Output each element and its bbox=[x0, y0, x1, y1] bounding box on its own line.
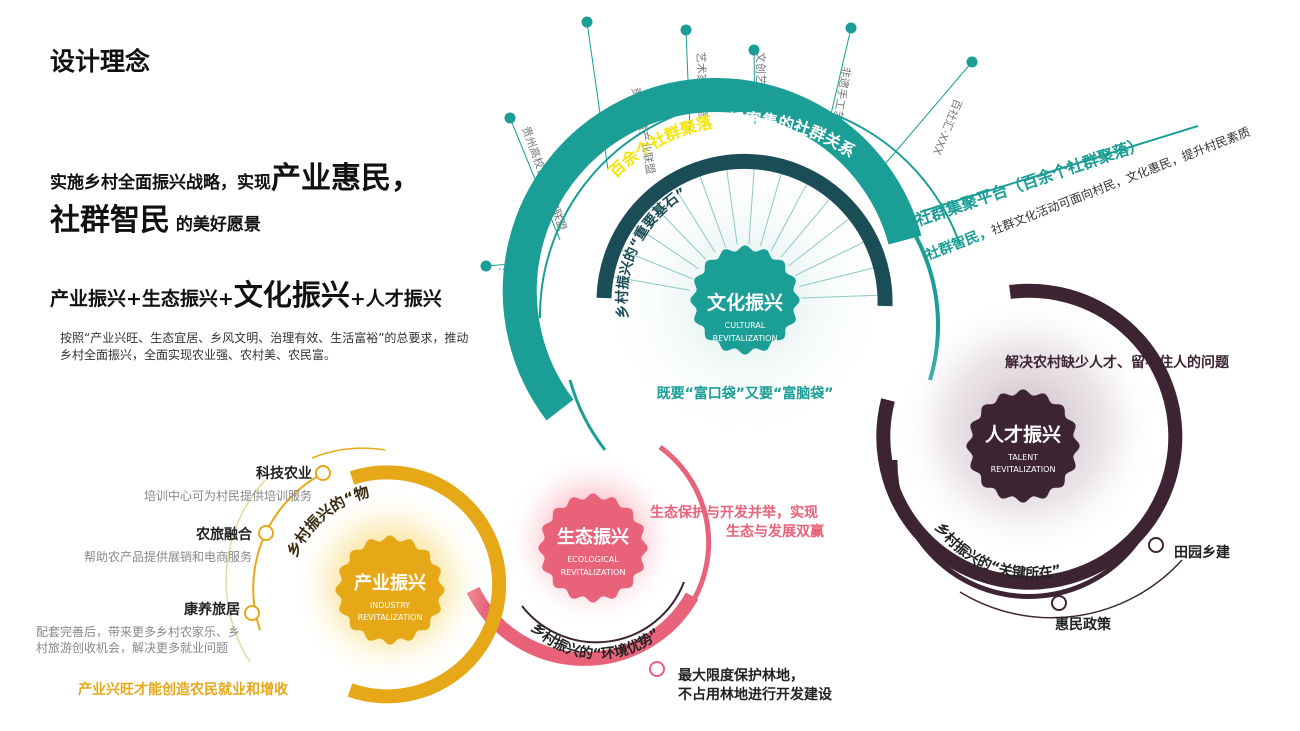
industry-bottom: 产业兴旺才能创造农民就业和增收 bbox=[78, 681, 289, 698]
formula-a: 产业振兴+生态振兴+ bbox=[50, 288, 234, 310]
industry-subtitle-1: INDUSTRY bbox=[370, 601, 410, 610]
culture-ellipsis: …… bbox=[498, 260, 520, 273]
industry-badge-shape bbox=[335, 535, 445, 645]
ecology-bottom-dot bbox=[649, 661, 665, 677]
fan-spoke bbox=[612, 276, 690, 291]
formula: 产业振兴+生态振兴+文化振兴+人才振兴 bbox=[50, 272, 442, 314]
culture-thin-arc bbox=[538, 98, 961, 319]
industry-item-2-desc: 帮助农产品提供展销和电商服务 bbox=[83, 550, 252, 564]
fan-spoke bbox=[795, 240, 866, 276]
industry-side-line bbox=[225, 479, 266, 663]
talent-item-1: 田园乡建 bbox=[1174, 544, 1230, 561]
description: 按照“产业兴旺、生态宜居、乡风文明、治理有效、生活富裕”的总要求，推动乡村全面振… bbox=[60, 331, 469, 362]
culture-tail-arc bbox=[568, 379, 607, 451]
industry-item-2: 农旅融合 帮助农产品提供展销和电商服务 bbox=[70, 524, 252, 565]
talent-group: 人才振兴 TALENT REVITALIZATION 解决农村缺少人才、留不住人… bbox=[876, 283, 1230, 633]
culture-subtitle-2: REVITALIZATION bbox=[713, 334, 778, 343]
fan-spoke bbox=[633, 224, 699, 270]
talent-title: 人才振兴 bbox=[985, 423, 1061, 446]
extension-dot bbox=[748, 44, 760, 56]
fan-spoke bbox=[800, 294, 879, 299]
industry-group: 产业振兴 INDUSTRY REVITALIZATION 乡村振兴的“物质基础”… bbox=[0, 0, 507, 704]
talent-problem: 解决农村缺少人才、留不住人的问题 bbox=[1005, 354, 1230, 371]
ecology-badge bbox=[538, 493, 648, 603]
ecology-bottom-1: 最大限度保护林地， bbox=[678, 667, 804, 684]
extension-dot bbox=[680, 24, 692, 36]
culture-outer-arc bbox=[502, 78, 922, 421]
ecology-badge-shape bbox=[538, 493, 648, 603]
industry-item-3-desc: 配套完善后，带来更多乡村农家乐、乡村旅游创收机会，解决更多就业问题 bbox=[36, 625, 241, 655]
fan-spoke bbox=[788, 217, 851, 266]
fan-spoke bbox=[651, 203, 707, 261]
vision-part2: 的美好愿景 bbox=[175, 215, 261, 235]
ecology-bottom-2: 不占用林地进行开发建设 bbox=[678, 686, 833, 703]
industry-right-arc bbox=[347, 465, 507, 704]
extension-dot bbox=[504, 112, 516, 124]
culture-badge bbox=[690, 245, 800, 355]
culture-title: 文化振兴 bbox=[707, 291, 783, 314]
culture-fan-spokes bbox=[612, 166, 879, 299]
extension-dot bbox=[581, 16, 593, 28]
industry-item-3-title: 康养旅居 bbox=[184, 602, 240, 618]
industry-item-2-dot bbox=[258, 525, 274, 541]
industry-badge bbox=[335, 535, 445, 645]
fan-spoke bbox=[748, 166, 755, 245]
extension-dot bbox=[966, 56, 978, 68]
ecology-group: 生态振兴 ECOLOGICAL REVITALIZATION 生态保护与开发并举… bbox=[466, 444, 833, 703]
vision-big1: 产业惠民， bbox=[271, 161, 421, 196]
industry-item-1-desc: 培训中心可为村民提供培训服务 bbox=[143, 489, 312, 503]
talent-item-2-dot bbox=[1051, 595, 1067, 611]
vision-part1: 实施乡村全面振兴战略，实现 bbox=[50, 173, 271, 193]
talent-badge bbox=[966, 389, 1080, 503]
industry-item-1-dot bbox=[315, 465, 331, 481]
fan-spoke bbox=[770, 181, 809, 251]
fan-spoke bbox=[673, 186, 716, 253]
talent-thin-arc bbox=[959, 559, 1183, 619]
fan-spoke bbox=[698, 173, 727, 248]
platform-desc-bold: 社群智民， bbox=[922, 224, 994, 265]
formula-big: 文化振兴 bbox=[233, 278, 350, 312]
industry-thin-top bbox=[311, 447, 386, 459]
fan-spoke bbox=[725, 167, 738, 245]
fan-spoke bbox=[759, 171, 783, 247]
vision-statement: 实施乡村全面振兴战略，实现产业惠民， 社群智民 的美好愿景 bbox=[50, 160, 520, 244]
culture-bottom-text: 既要“富口袋”又要“富脑袋” bbox=[657, 385, 834, 402]
talent-subtitle-2: REVITALIZATION bbox=[991, 465, 1056, 474]
platform-line bbox=[919, 125, 1199, 213]
ecology-subtitle-2: REVITALIZATION bbox=[561, 568, 626, 577]
ecology-dark-arc bbox=[521, 581, 685, 644]
talent-item-1-dot bbox=[1148, 537, 1164, 553]
vision-big2: 社群智民 bbox=[50, 203, 170, 238]
industry-title: 产业振兴 bbox=[354, 572, 426, 594]
industry-item-2-title: 农旅融合 bbox=[196, 527, 252, 543]
culture-badge-shape bbox=[690, 245, 800, 355]
formula-b: +人才振兴 bbox=[349, 288, 442, 310]
extension-dot bbox=[845, 22, 857, 34]
ecology-subtitle-1: ECOLOGICAL bbox=[567, 555, 619, 564]
industry-item-3-dot bbox=[244, 605, 260, 621]
industry-item-1: 科技农业 培训中心可为村民提供培训服务 bbox=[116, 463, 312, 504]
talent-subtitle-1: TALENT bbox=[1007, 453, 1038, 462]
talent-badge-shape bbox=[966, 389, 1080, 503]
fan-spoke bbox=[620, 249, 694, 280]
page-title: 设计理念 bbox=[50, 47, 151, 76]
culture-inner-arc bbox=[596, 153, 893, 307]
culture-subtitle-1: CULTURAL bbox=[725, 321, 766, 330]
talent-inner-arc bbox=[892, 459, 1153, 599]
ecology-note-1: 生态保护与开发并举，实现 bbox=[650, 504, 818, 521]
industry-item-1-title: 科技农业 bbox=[256, 466, 312, 482]
fan-spoke bbox=[780, 197, 832, 258]
industry-item-3: 康养旅居 配套完善后，带来更多乡村农家乐、乡村旅游创收机会，解决更多就业问题 bbox=[36, 599, 240, 656]
ecology-note-2: 生态与发展双赢 bbox=[726, 523, 824, 540]
talent-item-2: 惠民政策 bbox=[1055, 616, 1112, 633]
ecology-title: 生态振兴 bbox=[557, 526, 629, 548]
fan-spoke bbox=[799, 267, 876, 287]
extension-dot-ellipsis bbox=[480, 260, 492, 272]
industry-subtitle-2: REVITALIZATION bbox=[358, 613, 423, 622]
